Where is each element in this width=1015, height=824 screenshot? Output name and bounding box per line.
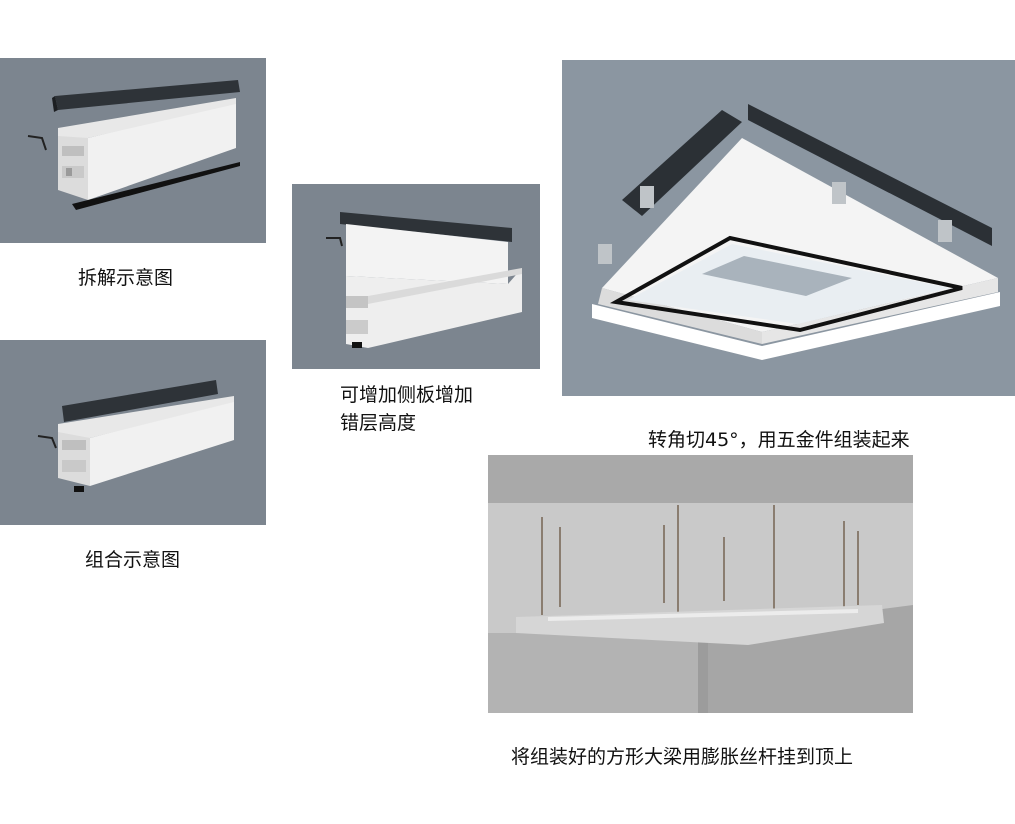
room-hanging-illustration xyxy=(488,455,913,713)
exploded-view-caption: 拆解示意图 xyxy=(78,267,174,289)
hanging-square-frame xyxy=(516,605,884,645)
corner-bracket xyxy=(938,220,952,242)
ceiling xyxy=(488,455,913,503)
frame-bottom-band xyxy=(592,292,1000,360)
hook-bracket-part xyxy=(27,135,47,151)
bottom-strip-part xyxy=(72,162,240,210)
side-plate-caption-line1: 可增加侧板增加 xyxy=(340,384,474,406)
combined-view-caption: 组合示意图 xyxy=(85,549,181,571)
combined-profile-illustration xyxy=(37,380,234,492)
exploded-view-image xyxy=(0,58,266,243)
black-inner-border xyxy=(609,235,963,333)
hook-bracket-part xyxy=(37,435,57,449)
side-plate-illustration xyxy=(326,212,522,348)
square-frame-illustration xyxy=(592,104,1000,360)
white-body-part xyxy=(88,102,236,200)
combined-view-image xyxy=(0,340,266,525)
corner-bracket xyxy=(832,182,846,204)
corner-bracket xyxy=(640,186,654,208)
white-body-part xyxy=(90,400,234,486)
corner-assembly-caption: 转角切45°，用五金件组装起来 xyxy=(648,429,910,451)
side-plate-caption: 可增加侧板增加 错层高度 xyxy=(340,381,530,437)
top-cap-part xyxy=(62,380,218,422)
top-cap-part xyxy=(340,212,512,242)
corner-assembly-image xyxy=(562,60,1015,396)
side-plate-caption-line2: 错层高度 xyxy=(340,412,417,434)
corner-bracket xyxy=(598,244,612,264)
hanging-installation-image xyxy=(488,455,913,713)
side-plate-image xyxy=(292,184,540,369)
side-plate-part xyxy=(346,224,508,284)
top-cap-part xyxy=(55,80,240,110)
white-body-part xyxy=(346,268,522,348)
exploded-profile-illustration xyxy=(27,80,240,210)
hook-bracket-part xyxy=(326,237,343,247)
hanging-installation-caption: 将组装好的方形大梁用膨胀丝杆挂到顶上 xyxy=(511,746,854,768)
dark-side-plate-right xyxy=(748,104,992,246)
